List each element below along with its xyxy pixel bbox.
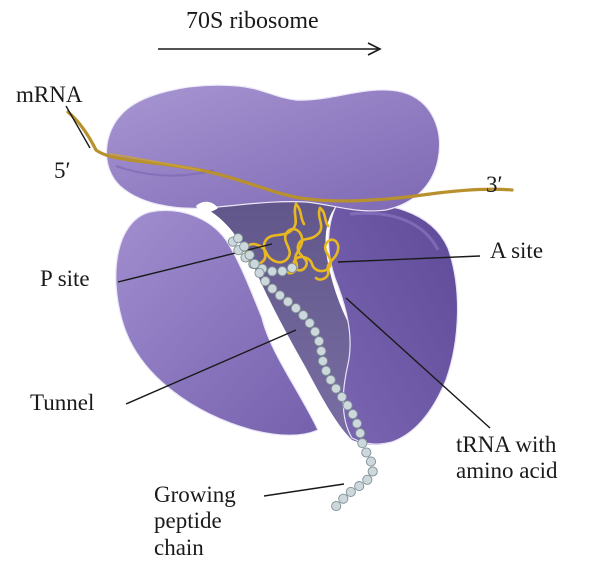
peptide-bead: [305, 319, 314, 328]
peptide-bead: [348, 410, 357, 419]
peptide-bead: [343, 401, 352, 410]
peptide-bead: [275, 291, 284, 300]
peptide-bead: [299, 311, 308, 320]
peptide-bead: [366, 457, 375, 466]
peptide-bead: [355, 482, 364, 491]
tunnel-label: Tunnel: [30, 390, 94, 416]
peptide-bead: [322, 366, 331, 375]
peptide-bead: [356, 429, 365, 438]
peptide-bead: [255, 268, 264, 277]
trna-label-line1: tRNA with: [456, 432, 558, 458]
peptide-bead: [337, 392, 346, 401]
peptide-bead: [362, 448, 371, 457]
peptide-bead: [245, 251, 254, 260]
peptide-bead: [332, 502, 341, 511]
peptide-bead: [368, 467, 377, 476]
peptide-bead: [278, 267, 287, 276]
diagram-title: 70S ribosome: [186, 8, 319, 36]
peptide-bead: [268, 267, 277, 276]
peptide-bead: [261, 277, 270, 286]
peptide-bead: [314, 337, 323, 346]
peptide-bead: [326, 375, 335, 384]
peptide-bead: [363, 475, 372, 484]
peptide-bead: [311, 327, 320, 336]
peptide-label-line3: chain: [154, 535, 236, 561]
p-site-label: P site: [40, 266, 90, 292]
five-prime-label: 5′: [54, 158, 71, 184]
peptide-bead: [234, 234, 243, 243]
peptide-bead: [291, 304, 300, 313]
trna-label-line2: amino acid: [456, 458, 558, 484]
peptide-leader-line: [264, 484, 344, 496]
peptide-bead: [268, 284, 277, 293]
peptide-label-line2: peptide: [154, 508, 236, 534]
three-prime-label: 3′: [486, 172, 503, 198]
peptide-bead: [331, 384, 340, 393]
trna-label: tRNA with amino acid: [456, 432, 558, 485]
peptide-bead: [317, 347, 326, 356]
peptide-bead: [283, 297, 292, 306]
peptide-bead: [287, 263, 296, 272]
peptide-label: Growing peptide chain: [154, 482, 236, 561]
peptide-bead: [318, 357, 327, 366]
mrna-leader-line: [66, 106, 90, 148]
peptide-bead: [250, 259, 259, 268]
peptide-bead: [358, 439, 367, 448]
peptide-label-line1: Growing: [154, 482, 236, 508]
mrna-label: mRNA: [16, 82, 82, 108]
peptide-bead: [240, 242, 249, 251]
peptide-bead: [346, 487, 355, 496]
a-site-label: A site: [490, 238, 543, 264]
peptide-bead: [352, 419, 361, 428]
peptide-bead: [339, 494, 348, 503]
